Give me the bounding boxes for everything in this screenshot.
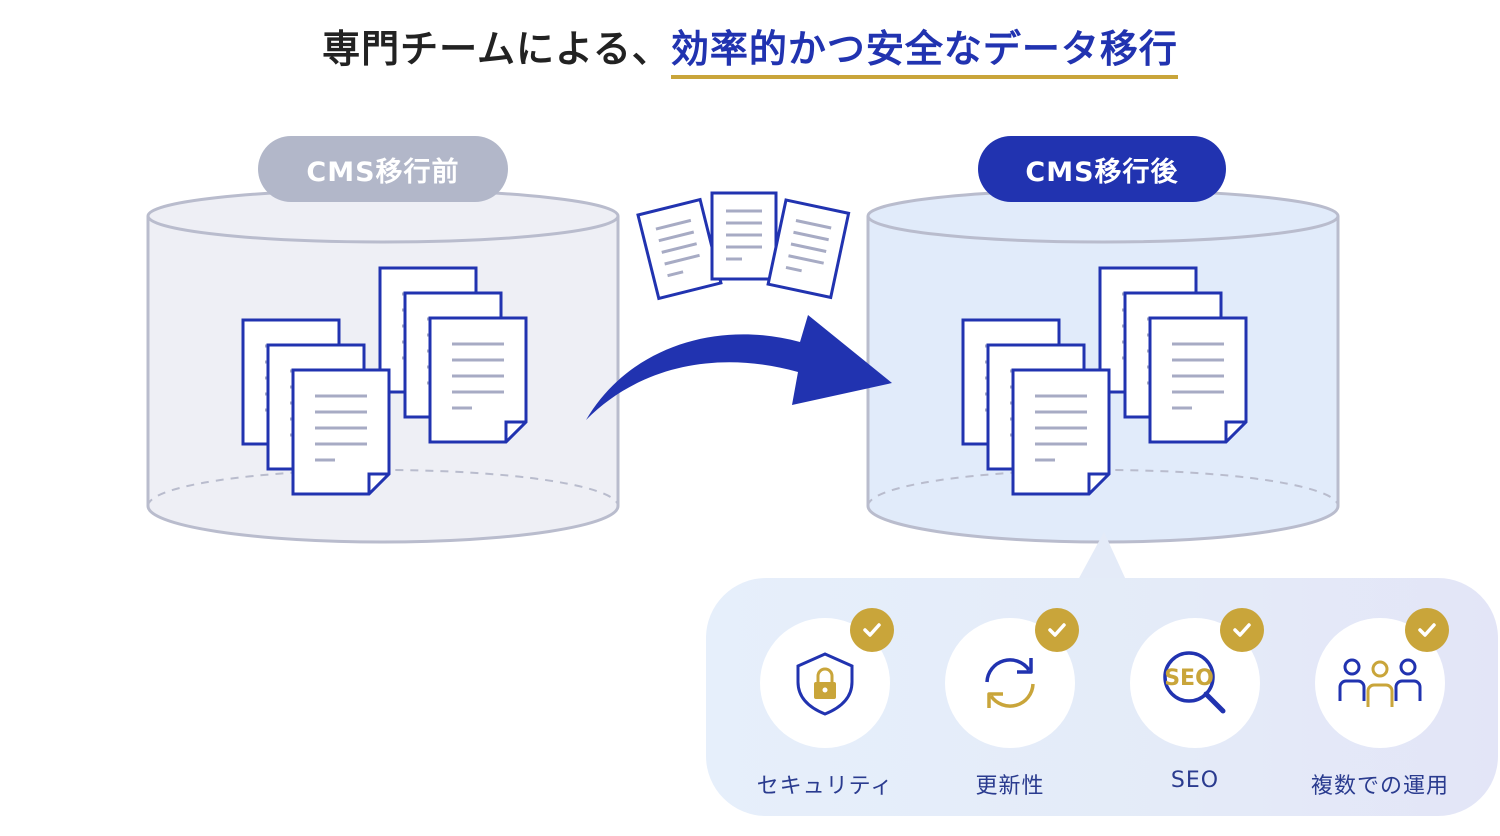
headline-accent: 効率的かつ安全なデータ移行 [670,18,1178,79]
feature-security-circle [760,608,894,748]
before-label: CMS移行前 [258,136,508,202]
check-icon [1035,608,1079,652]
seo-icon-text: SEO [1164,666,1214,691]
migration-arrow [586,315,892,420]
check-icon [1405,608,1449,652]
feature-multi-user: 複数での運用 [1300,608,1460,800]
shield-lock-icon [796,652,854,716]
headline: 専門チームによる、効率的かつ安全なデータ移行 [0,18,1500,79]
feature-seo-circle: SEO [1130,608,1264,748]
refresh-icon [985,658,1035,708]
feature-multi-user-circle [1315,608,1449,748]
feature-security-label: セキュリティ [756,774,894,799]
check-icon [850,608,894,652]
feature-updatability-circle [945,608,1079,748]
feature-updatability-label: 更新性 [975,774,1045,799]
feature-security: セキュリティ [745,608,905,800]
after-label: CMS移行後 [978,136,1226,202]
seo-magnifier-icon: SEO [1163,651,1226,714]
moving-documents [636,191,851,300]
check-icon [1220,608,1264,652]
feature-updatability: 更新性 [930,608,1090,800]
feature-seo-label: SEO [1170,768,1220,793]
feature-multi-user-label: 複数での運用 [1310,774,1449,799]
feature-seo: SEO SEO [1115,608,1275,793]
team-icon [1338,658,1422,707]
headline-prefix: 専門チームによる、 [322,27,671,71]
callout-pointer [1078,532,1126,580]
